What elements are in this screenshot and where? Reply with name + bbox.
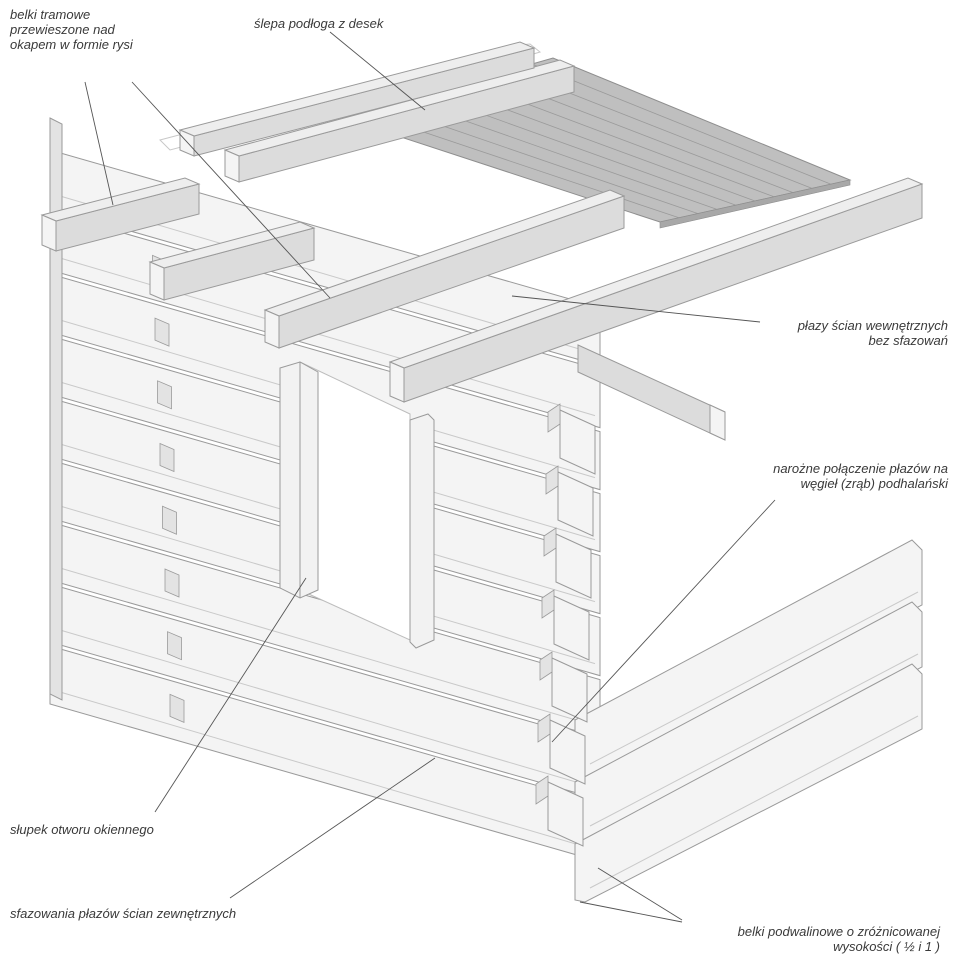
log-end: [549, 719, 586, 785]
leader-window-post: [154, 577, 307, 813]
label-corner-joint: narożne połączenie płazów na węgieł (zrą…: [773, 461, 948, 491]
log-chamfer: [59, 691, 596, 851]
log-notch: [539, 651, 553, 681]
corner-notch: [169, 693, 185, 724]
log-end: [557, 471, 594, 537]
log-end: [559, 409, 596, 475]
label-chamfers: sfazowania płazów ścian zewnętrznych: [10, 906, 237, 921]
log-chamfer: [59, 257, 596, 417]
log-chamfer: [589, 591, 919, 765]
side-wall: [574, 539, 923, 903]
wall-end-face: [49, 117, 63, 701]
leader-joists-b: [131, 81, 331, 299]
leader-lines: [84, 31, 776, 923]
leader-sill-a: [597, 867, 683, 921]
inner-wall-log-ends: [535, 403, 596, 847]
joist-end: [224, 149, 240, 183]
log-chamfer: [59, 629, 596, 789]
log-end: [553, 595, 590, 661]
corner-notch: [154, 317, 170, 347]
window-post: [279, 361, 435, 649]
leader-floor: [329, 31, 426, 111]
corner-notch: [167, 631, 182, 661]
log-chamfer: [59, 567, 596, 727]
label-joists: belki tramowe przewieszone nad okapem w …: [10, 7, 133, 52]
corner-notch: [164, 568, 180, 598]
corner-notch: [157, 380, 172, 410]
corner-notch: [162, 505, 177, 535]
leader-sill-b: [579, 901, 683, 923]
joist-end: [179, 129, 195, 157]
leader-corner: [551, 499, 776, 743]
log-end: [547, 781, 584, 847]
joist-end: [389, 361, 405, 403]
joist-end: [41, 214, 57, 252]
corner-notch: [159, 442, 175, 473]
log-notch: [547, 403, 561, 433]
board-line: [531, 63, 832, 185]
label-inner-logs: płazy ścian wewnętrznych bez sfazowań: [797, 318, 948, 348]
leader-chamfers: [229, 757, 436, 899]
side-log: [574, 663, 923, 903]
label-sill-beams: belki podwalinowe o zróżnicowanej wysoko…: [737, 924, 940, 954]
log-chamfer: [589, 715, 919, 889]
log-notch: [537, 713, 551, 743]
joist-end: [264, 309, 280, 349]
log-notch: [543, 527, 557, 557]
joist-end: [709, 404, 726, 441]
log-end: [555, 533, 592, 599]
log-notch: [541, 589, 555, 619]
label-window-post: słupek otworu okiennego: [10, 822, 154, 837]
leader-inner-logs: [511, 295, 761, 323]
log-notch: [545, 465, 559, 495]
floor-joists: [40, 41, 924, 441]
log-notch: [535, 775, 549, 805]
leader-joists-a: [84, 81, 114, 206]
joist-end: [149, 261, 165, 301]
log-end: [551, 657, 588, 723]
log-chamfer: [589, 653, 919, 827]
label-floor: ślepa podłoga z desek: [254, 16, 384, 31]
